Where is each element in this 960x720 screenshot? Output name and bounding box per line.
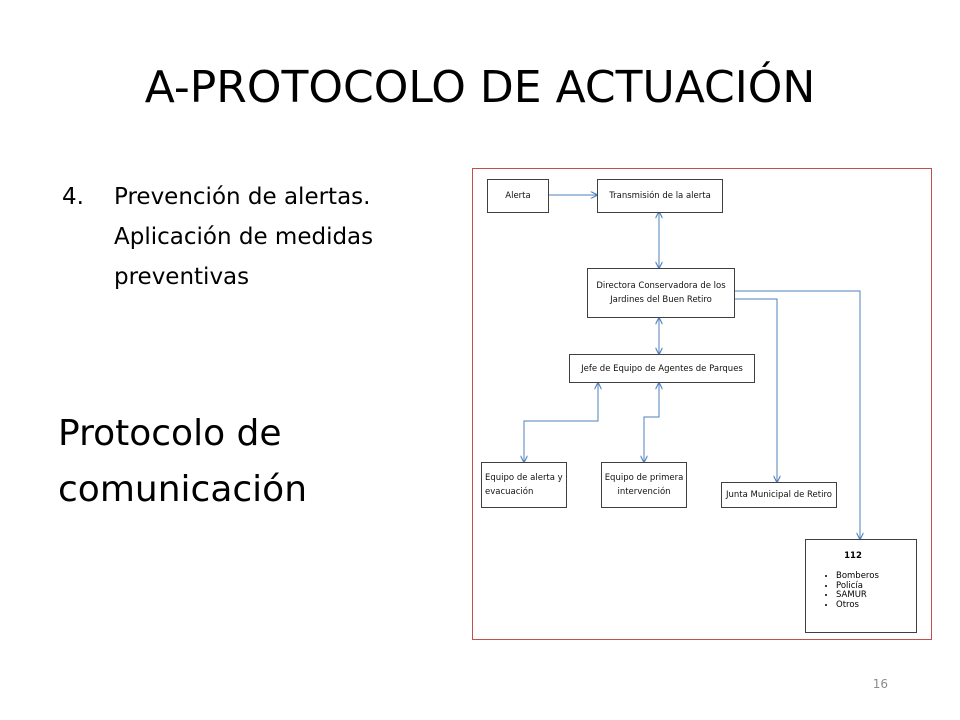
slide-title: A-PROTOCOLO DE ACTUACIÓN — [144, 62, 816, 113]
node-112-title: 112 — [844, 551, 862, 561]
bullet-line: Prevención de alertas. — [114, 184, 371, 210]
node-label: Equipo de primera — [604, 473, 684, 483]
protocol-heading-line: Protocolo de — [58, 413, 282, 454]
node-equipo-alerta: Equipo de alerta y evacuación — [481, 462, 567, 508]
protocol-heading: Protocolo de comunicación — [58, 406, 458, 518]
node-junta-municipal: Junta Municipal de Retiro — [721, 482, 837, 508]
node-label: Equipo de alerta y — [485, 473, 563, 483]
bullet-line: preventivas — [114, 264, 250, 290]
list-item: Policía — [836, 581, 916, 592]
bullet-line: Aplicación de medidas — [114, 224, 374, 250]
bullet-number: 4. — [62, 184, 84, 210]
node-equipo-primera-intervencion: Equipo de primera intervención — [601, 462, 687, 508]
bullet-list: 4. Prevención de alertas. Aplicación de … — [62, 177, 462, 297]
connector-jefe-equipo-primera — [644, 383, 659, 462]
bullet-item: 4. Prevención de alertas. Aplicación de … — [62, 177, 462, 297]
connector-jefe-equipo-alerta — [524, 383, 598, 462]
node-label: Junta Municipal de Retiro — [726, 490, 832, 500]
node-alerta: Alerta — [487, 179, 549, 213]
node-label: Alerta — [505, 191, 531, 201]
node-112-emergencias: 112 Bomberos Policía SAMUR Otros — [805, 539, 917, 633]
node-label: Jefe de Equipo de Agentes de Parques — [581, 363, 743, 374]
page-number: 16 — [872, 677, 888, 691]
node-112-list: Bomberos Policía SAMUR Otros — [806, 571, 916, 611]
diagram-connectors — [473, 169, 933, 641]
node-label: Transmisión de la alerta — [609, 191, 711, 201]
connector-directora-junta — [735, 298, 777, 482]
list-item: SAMUR — [836, 590, 916, 601]
node-label: intervención — [617, 487, 671, 497]
node-transmision-alerta: Transmisión de la alerta — [597, 179, 723, 213]
protocol-heading-line: comunicación — [58, 469, 308, 510]
node-directora-conservadora: Directora Conservadora de los Jardines d… — [587, 268, 735, 318]
list-item: Bomberos — [836, 571, 916, 582]
list-item: Otros — [836, 600, 916, 611]
communication-diagram: Alerta Transmisión de la alerta Director… — [472, 168, 932, 640]
node-label: Jardines del Buen Retiro — [610, 295, 712, 305]
node-label: evacuación — [485, 487, 534, 497]
node-jefe-equipo: Jefe de Equipo de Agentes de Parques — [569, 354, 755, 383]
node-label: Directora Conservadora de los — [596, 281, 726, 291]
connector-directora-112 — [735, 290, 860, 539]
